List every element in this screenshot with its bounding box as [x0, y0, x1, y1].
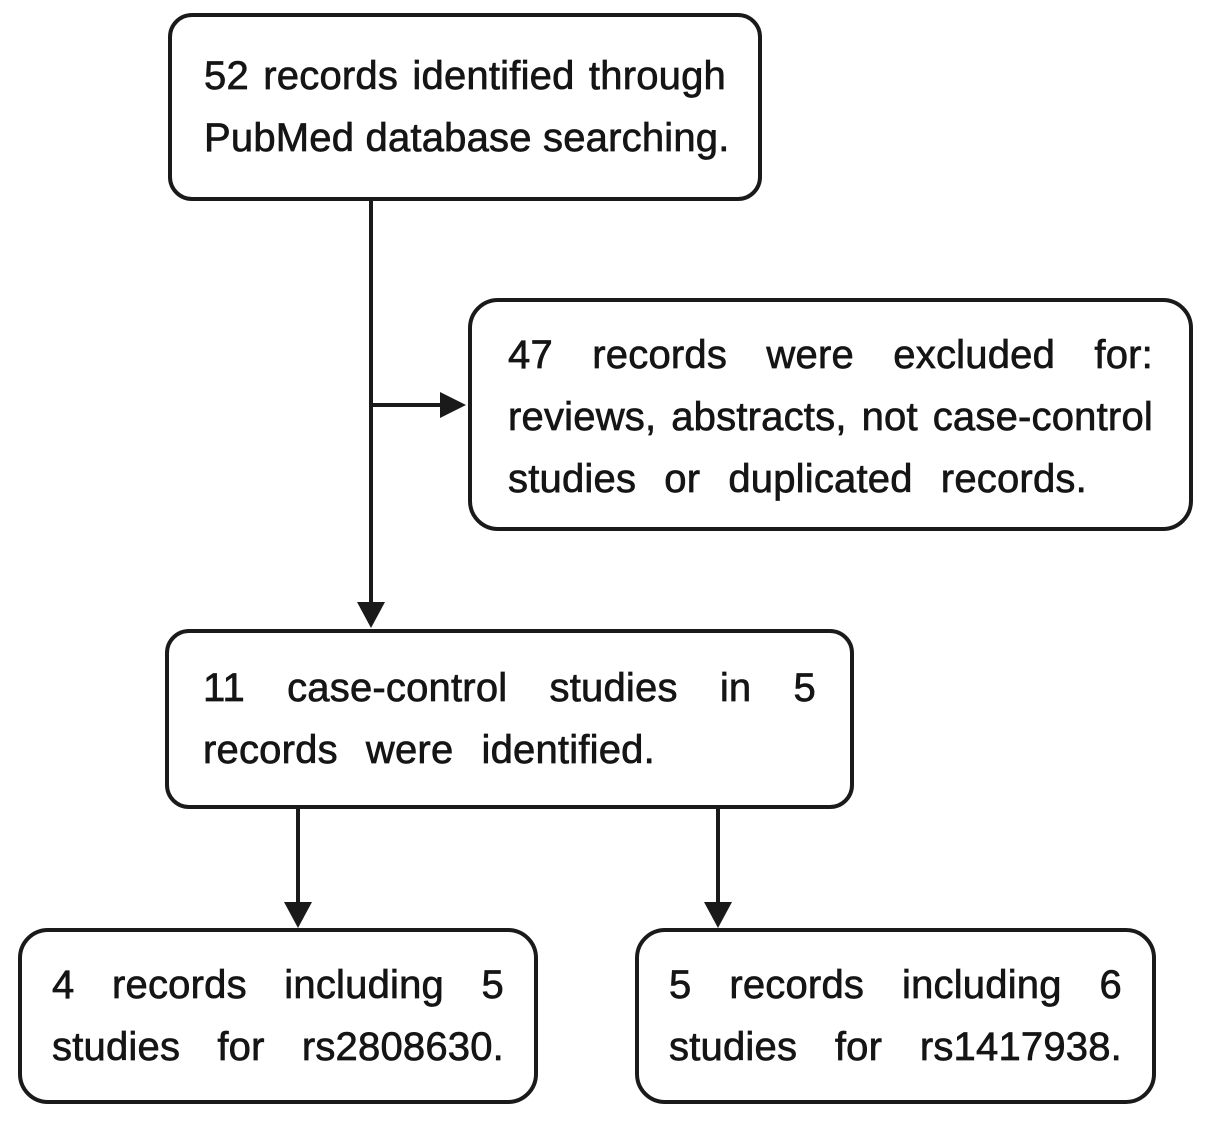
- node-records-excluded: 47 records were excluded for: reviews, a…: [468, 298, 1193, 531]
- node-text-line: reviews, abstracts, not case-control: [508, 395, 1153, 440]
- node-text-line: studies for rs1417938.: [669, 1025, 1122, 1070]
- node-text-line: 4 records including 5: [52, 963, 505, 1008]
- node-text-line: records were identified.: [203, 728, 655, 773]
- node-text-line: 5 records including 6: [669, 963, 1122, 1008]
- arrowhead-down-icon: [704, 902, 732, 928]
- arrowhead-down-icon: [357, 602, 385, 628]
- edge-line-included-to-rs2808630: [296, 808, 300, 903]
- arrowhead-down-icon: [284, 902, 312, 928]
- edge-line-pubmed-to-included: [369, 200, 373, 602]
- node-text-line: PubMed database searching.: [204, 116, 730, 161]
- node-text-line: 52 records identified through: [204, 54, 727, 99]
- arrowhead-right-icon: [440, 392, 466, 418]
- node-studies-included: 11 case-control studies in 5 records wer…: [165, 629, 854, 809]
- node-pubmed-search: 52 records identified through PubMed dat…: [168, 13, 762, 201]
- edge-line-pubmed-to-excluded: [371, 403, 441, 407]
- node-text-line: 11 case-control studies in 5: [203, 666, 817, 711]
- node-text-line: 47 records were excluded for:: [508, 333, 1153, 378]
- node-rs2808630-group: 4 records including 5 studies for rs2808…: [18, 928, 538, 1104]
- node-text-line: studies or duplicated records.: [508, 457, 1087, 502]
- edge-line-included-to-rs1417938: [716, 808, 720, 903]
- node-rs1417938-group: 5 records including 6 studies for rs1417…: [635, 928, 1156, 1104]
- node-text-line: studies for rs2808630.: [52, 1025, 505, 1070]
